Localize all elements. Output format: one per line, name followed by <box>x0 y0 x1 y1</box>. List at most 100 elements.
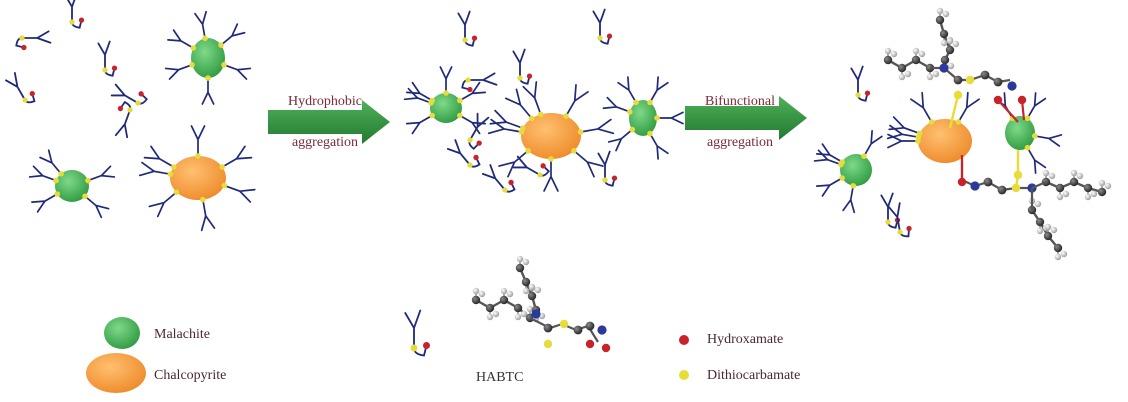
hydrogen-atom <box>926 73 934 81</box>
collector-head <box>200 196 206 203</box>
carbon-atom <box>573 325 583 335</box>
adsorbed-collector <box>405 112 435 135</box>
adsorbed-collector <box>218 23 246 48</box>
hydrogen-atom <box>1104 182 1112 190</box>
collector-head <box>195 153 201 159</box>
collector-head <box>928 119 935 125</box>
hydroxamate-head <box>864 90 871 96</box>
collector-head <box>457 112 463 119</box>
collector-head <box>647 99 653 106</box>
hydrogen-atom <box>500 287 508 295</box>
collector-molecule <box>15 30 52 51</box>
dithiocarbamate-head <box>465 77 471 83</box>
collector-chain <box>223 63 252 80</box>
collector-chain <box>201 77 215 105</box>
carbon-atom <box>1035 217 1045 227</box>
adsorbed-collector <box>143 145 177 170</box>
dithiocarbamate-head <box>855 92 861 98</box>
collector-head <box>428 100 434 106</box>
nitrogen-atom <box>970 181 980 191</box>
hydrogen-atom <box>1060 250 1068 258</box>
process-arrows <box>268 96 807 144</box>
arrow2-label-bottom: aggregation <box>706 135 774 150</box>
adsorbed-collector <box>1024 92 1047 122</box>
collector-chain <box>167 29 195 49</box>
hydrogen-atom <box>520 310 528 318</box>
collector-chain <box>87 165 116 182</box>
carbon-atom <box>521 277 531 287</box>
legend-chalcopyrite-label: Chalcopyrite <box>154 368 227 383</box>
sulfur-atom <box>965 75 975 85</box>
hydrogen-atom <box>534 286 542 294</box>
collector-molecule <box>461 72 498 93</box>
collector-head <box>528 115 535 122</box>
hydrogen-atom <box>1076 172 1084 180</box>
carbon-atom <box>983 177 993 187</box>
arrow2-label-top: Bifunctional <box>705 94 775 109</box>
carbon-atom <box>883 55 893 65</box>
hydrogen-atom <box>890 50 898 58</box>
collector-chain <box>439 66 453 94</box>
collector-molecule <box>512 155 550 178</box>
hydrogen-atom <box>912 47 920 55</box>
hydroxamate-head <box>21 44 27 51</box>
collector-head <box>548 156 554 162</box>
hydroxamate-head <box>78 17 85 23</box>
carbon-atom <box>515 263 525 273</box>
hydrogen-atom <box>526 305 534 313</box>
collector-head <box>202 35 208 42</box>
hydrogen-atom <box>947 62 955 70</box>
adsorbed-collector <box>82 193 110 219</box>
collector-head <box>850 182 857 189</box>
carbon-atom <box>513 303 523 313</box>
adsorbed-collector <box>487 118 525 135</box>
collector-head <box>518 129 525 135</box>
collector-chain <box>143 145 175 168</box>
collector-molecule <box>404 309 430 357</box>
adsorbed-collector <box>617 76 639 106</box>
panel-bifunctional-aggregation <box>813 7 1112 261</box>
hydrogen-atom <box>506 290 514 298</box>
collector-head <box>633 99 639 106</box>
hydrogen-atom <box>936 7 944 15</box>
dithiocarbamate-head <box>517 75 523 81</box>
adsorbed-collector <box>194 10 208 42</box>
collector-chain <box>114 100 132 139</box>
hydroxamate-head <box>117 105 124 112</box>
collector-molecule <box>446 139 481 168</box>
hydroxamate-head <box>423 342 430 349</box>
collector-chain <box>957 91 981 123</box>
carbon-atom <box>1069 177 1079 187</box>
hydrogen-atom <box>1084 193 1092 201</box>
hydrogen-atom <box>478 290 486 298</box>
collector-chain <box>446 139 481 168</box>
carbon-atom <box>1097 187 1107 197</box>
collector-chain <box>200 198 216 232</box>
collector-chain <box>28 165 57 182</box>
collector-head <box>85 177 91 184</box>
collector-chain <box>1026 146 1047 174</box>
adsorbed-collector <box>647 130 669 160</box>
adsorbed-collector <box>1031 133 1063 147</box>
carbon-atom <box>1053 243 1063 253</box>
carbon-atom <box>945 45 955 55</box>
collector-head <box>173 189 180 195</box>
sulfur-atom <box>1013 170 1023 180</box>
collector-chain <box>863 129 883 157</box>
collector-head <box>189 62 195 68</box>
collector-head <box>955 119 962 125</box>
collector-chain <box>403 87 432 104</box>
hydroxamate-head <box>467 86 473 93</box>
collector-head <box>571 147 577 154</box>
dithiocarbamate-head <box>885 219 891 225</box>
adsorbed-collector <box>190 125 206 159</box>
adsorbed-collector <box>39 149 64 177</box>
hydrogen-atom <box>884 47 892 55</box>
dithiocarbamate-head <box>410 344 418 352</box>
carbon-atom <box>499 295 509 305</box>
hydrogen-atom <box>952 40 960 48</box>
collector-chain <box>573 149 604 178</box>
collector-head <box>654 115 660 121</box>
hydrogen-atom <box>516 255 524 263</box>
